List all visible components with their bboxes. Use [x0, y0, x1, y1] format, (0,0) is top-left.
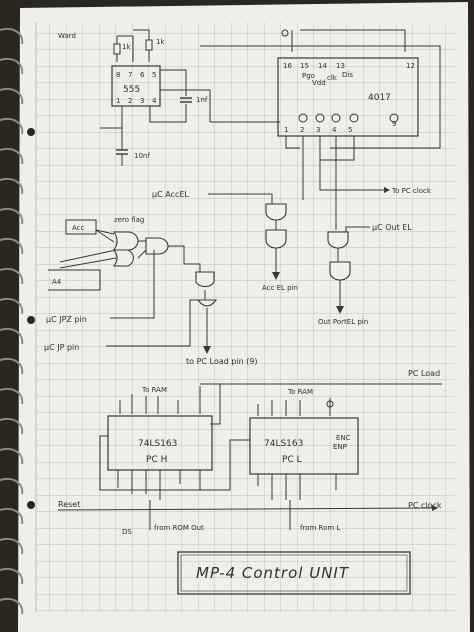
and-gate-out-2	[329, 261, 351, 281]
from-rom-l-label: from Rom L	[300, 524, 340, 532]
punch-hole-top	[27, 128, 35, 136]
pc-low-en: ENC	[336, 434, 351, 442]
pin-15: 15	[300, 62, 309, 70]
r2-label: 1k	[156, 38, 165, 46]
label-vdd: Vdd	[312, 79, 326, 87]
junction-top	[281, 29, 289, 37]
pc-low-note: To RAM	[287, 388, 313, 396]
chip-555-pin-4: 4	[152, 97, 157, 105]
nor-gate-1	[112, 231, 139, 251]
jump-logic-section: Acc zero flag A4 µC JPZ pin µC JP pin to…	[44, 216, 258, 366]
chip-555	[111, 65, 161, 107]
resistor-r1	[113, 43, 121, 55]
uc-accel-label: µC AccEL	[152, 190, 189, 199]
pin-5: 5	[348, 126, 352, 134]
pc-low-enp: ENP	[333, 443, 347, 451]
pin-14: 14	[318, 62, 327, 70]
pin-13: 13	[336, 62, 345, 70]
chip-4017	[277, 57, 419, 137]
pc-low-marker	[326, 400, 334, 408]
title-box	[177, 551, 411, 595]
acc-label: Acc	[72, 224, 85, 232]
pc-clock-label: PC clock	[408, 501, 442, 510]
ds-label: DS	[122, 528, 132, 536]
label-pgo: Pgo	[302, 72, 315, 80]
punch-hole-bottom	[27, 501, 35, 509]
c-timing-label: 1nf	[196, 96, 208, 104]
pin-4: 4	[332, 126, 337, 134]
chip-555-pin-2: 2	[128, 97, 132, 105]
chip-555-label: 555	[123, 85, 140, 95]
counter-4017-section: 16 15 14 13 12 Pgo Vdd clk Dis 4017 1 2 …	[200, 29, 441, 230]
to-pc-load-label: to PC Load pin (9)	[186, 357, 258, 366]
reset-label: Reset	[58, 500, 80, 509]
pc-load-label: PC Load	[408, 369, 440, 378]
reset-clock-bus: Reset PC clock DS from ROM Out from Rom …	[57, 500, 442, 536]
resistor-r2	[145, 39, 153, 51]
pin-2: 2	[300, 126, 304, 134]
and-gate-out-1	[327, 231, 349, 249]
a4-label: A4	[52, 278, 62, 286]
pin-3: 3	[316, 126, 320, 134]
timer-555-section: 1k 1k 8 7 6 5 555 1 2 3 4 1nf 10nf	[100, 29, 211, 166]
chip-555-pin-8: 8	[116, 71, 120, 79]
chip-pc-low	[249, 417, 359, 475]
title-box-inner	[180, 554, 408, 592]
label-dis: Dis	[342, 71, 353, 79]
or-gate-load-2	[196, 299, 218, 307]
r1-label: 1k	[122, 43, 131, 51]
and-gate-acc-1	[265, 203, 287, 221]
pc-high-name: PC H	[146, 455, 167, 465]
acc-box	[65, 219, 97, 235]
pc-high-note: To RAM	[141, 386, 167, 394]
punch-hole-mid	[27, 316, 35, 324]
pin-9: 9	[392, 120, 396, 128]
and-gate-acc-2	[265, 229, 287, 249]
chip-555-pin-3: 3	[140, 97, 144, 105]
enable-gates-section: µC AccEL Acc EL pin To PC clock µC Out E…	[152, 187, 432, 326]
chip-555-pin-7: 7	[128, 71, 132, 79]
out-port-el-pin-label: Out PortEL pin	[318, 318, 368, 326]
acc-el-pin-label: Acc EL pin	[262, 284, 298, 292]
uc-outel-label: µC Out EL	[372, 223, 412, 232]
grid-paper	[36, 22, 455, 612]
pc-low-name: PC L	[282, 455, 302, 465]
header-tag: Ward	[58, 32, 76, 40]
chip-555-pin-6: 6	[140, 71, 145, 79]
pin-1: 1	[284, 126, 288, 134]
spiral-binding	[0, 28, 24, 615]
to-pc-clock-top: To PC clock	[391, 187, 432, 195]
pin-12: 12	[406, 62, 415, 70]
zero-flag-label: zero flag	[114, 216, 144, 224]
c-decoupling-label: 10nf	[134, 152, 150, 160]
program-counter-section: PC Load To RAM 74LS163 PC H To RAM 74LS1…	[99, 369, 442, 500]
uc-jp-label: µC JP pin	[44, 343, 79, 352]
or-gate-load	[195, 271, 215, 288]
from-rom-out-label: from ROM Out	[154, 524, 204, 532]
page-title: MP-4 Control UNIT	[196, 564, 350, 582]
and-gate-z	[145, 237, 169, 255]
chip-555-pin-5: 5	[152, 71, 156, 79]
pc-high-chip: 74LS163	[138, 439, 177, 449]
chip-4017-label: 4017	[368, 93, 391, 103]
label-clk: clk	[327, 74, 338, 82]
pc-low-chip: 74LS163	[264, 439, 303, 449]
chip-555-pin-1: 1	[116, 97, 120, 105]
uc-jpz-label: µC JPZ pin	[46, 315, 87, 324]
pin-16: 16	[283, 62, 292, 70]
nor-gate-2	[112, 249, 134, 267]
